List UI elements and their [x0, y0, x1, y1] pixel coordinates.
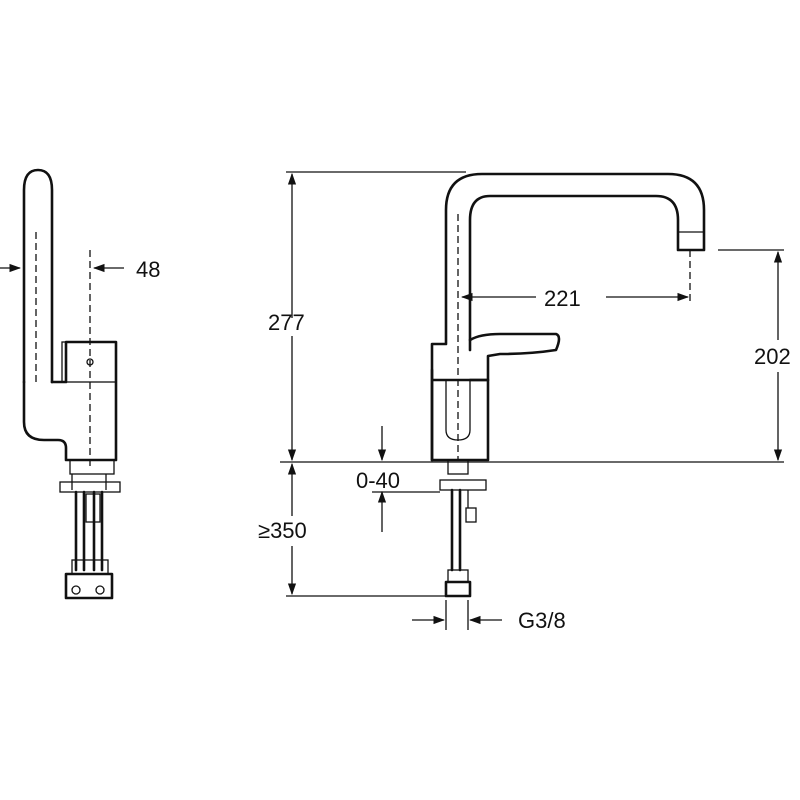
side-view: 48	[0, 168, 160, 600]
dimension-277-label: 277	[268, 310, 305, 335]
front-view: 277 221 202 0-40 ≥350 G3/8	[258, 171, 791, 633]
side-view-body	[22, 340, 118, 462]
front-view-lever	[468, 332, 561, 382]
dimension-48-label: 48	[136, 257, 160, 282]
dimension-350-label: ≥350	[258, 518, 307, 543]
side-view-spout	[22, 168, 54, 384]
dimension-0-40-label: 0-40	[356, 468, 400, 493]
dimension-221-label: 221	[544, 286, 581, 311]
front-view-spout	[430, 172, 706, 462]
dimension-g3-8-label: G3/8	[518, 608, 566, 633]
front-view-body	[430, 368, 490, 462]
dimension-202-label: 202	[754, 344, 791, 369]
